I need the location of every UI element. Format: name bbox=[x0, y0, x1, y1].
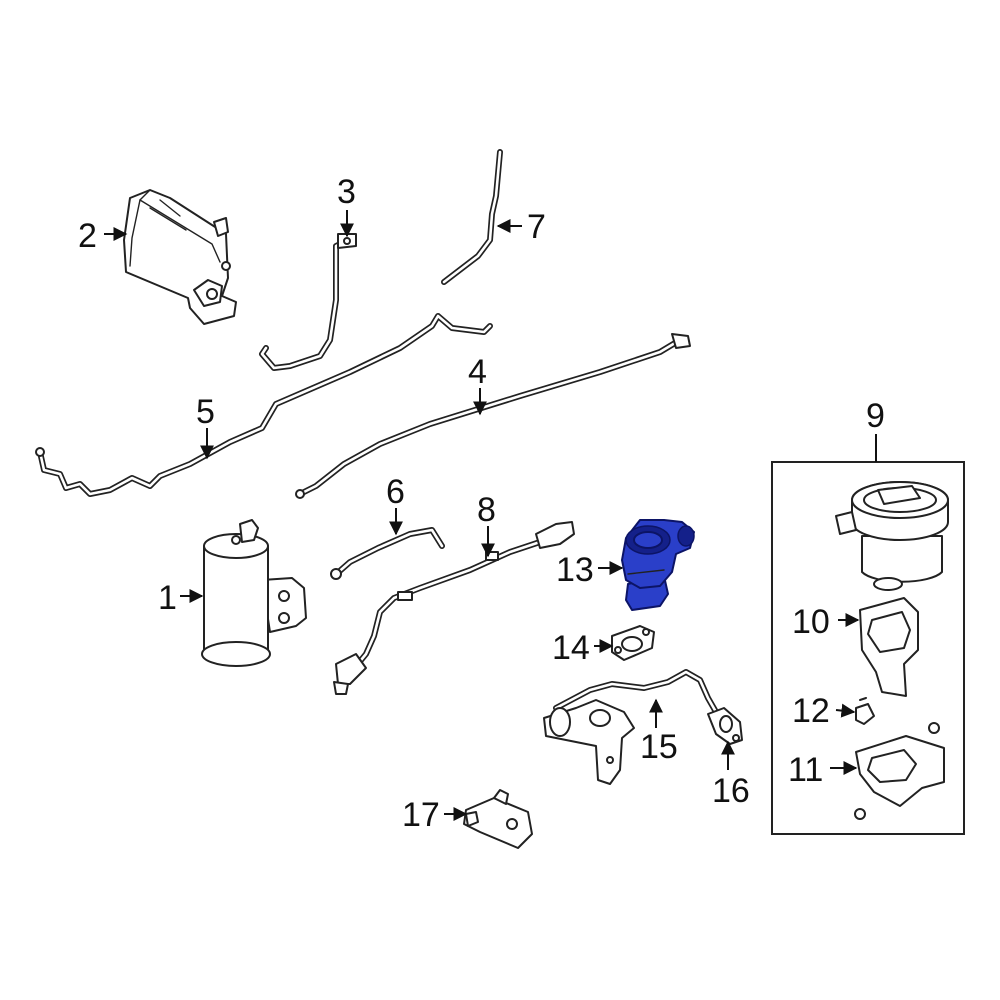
leader-lines bbox=[104, 210, 877, 821]
callout-15[interactable]: 15 bbox=[640, 728, 678, 766]
part-14-gasket[interactable] bbox=[611, 625, 655, 661]
part-17-solenoid[interactable] bbox=[463, 789, 533, 849]
part-2-canister-housing[interactable] bbox=[123, 189, 237, 325]
part-16-flange[interactable] bbox=[707, 707, 743, 745]
part-1-canister[interactable] bbox=[201, 519, 307, 667]
part-13-air-injection-valve[interactable] bbox=[621, 519, 695, 611]
callout-10[interactable]: 10 bbox=[792, 603, 830, 641]
leader-12 bbox=[835, 703, 856, 718]
callout-4[interactable]: 4 bbox=[468, 353, 487, 391]
part-7-vent-tube[interactable] bbox=[441, 149, 503, 285]
callout-6[interactable]: 6 bbox=[386, 473, 405, 511]
part-3-bracket[interactable] bbox=[259, 233, 357, 371]
callout-2[interactable]: 2 bbox=[78, 217, 97, 255]
callout-labels: 1 2 3 4 5 6 7 8 9 10 11 12 13 14 15 16 1… bbox=[78, 173, 885, 834]
callout-1[interactable]: 1 bbox=[158, 579, 177, 617]
part-15-air-pipe[interactable] bbox=[543, 669, 719, 785]
part-9-air-pump-kit[interactable] bbox=[771, 461, 965, 835]
callout-8[interactable]: 8 bbox=[477, 491, 496, 529]
air-pump[interactable] bbox=[835, 481, 949, 591]
callout-3[interactable]: 3 bbox=[337, 173, 356, 211]
callout-13[interactable]: 13 bbox=[556, 551, 594, 589]
callout-17[interactable]: 17 bbox=[402, 796, 440, 834]
callout-12[interactable]: 12 bbox=[792, 692, 830, 730]
part-12-fitting[interactable] bbox=[855, 697, 875, 725]
callout-11[interactable]: 11 bbox=[788, 751, 823, 789]
part-5-vapor-line[interactable] bbox=[35, 313, 493, 497]
callout-14[interactable]: 14 bbox=[552, 629, 590, 667]
part-8-oxygen-sensor[interactable] bbox=[333, 521, 575, 695]
part-4-fuel-line[interactable] bbox=[295, 333, 691, 499]
callout-7[interactable]: 7 bbox=[527, 208, 546, 246]
part-10-pump-gasket[interactable] bbox=[859, 597, 919, 697]
part-6-hose[interactable] bbox=[330, 527, 445, 580]
part-9-kit-box bbox=[771, 461, 965, 835]
callout-5[interactable]: 5 bbox=[196, 393, 215, 431]
part-11-pump-bracket[interactable] bbox=[854, 722, 945, 820]
callout-9[interactable]: 9 bbox=[866, 397, 885, 435]
callout-16[interactable]: 16 bbox=[712, 772, 750, 810]
